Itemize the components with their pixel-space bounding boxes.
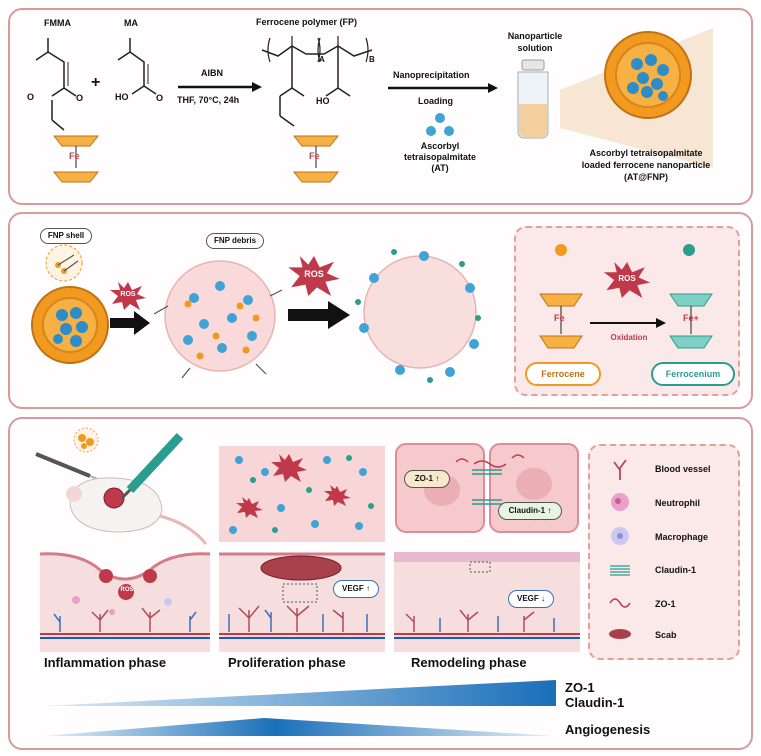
fe-label-box: Fe [554, 313, 565, 323]
legend-zo1: ZO-1 [655, 599, 676, 609]
inflammation-ros-label: ROS [120, 587, 134, 593]
neutrophil-icon [611, 493, 629, 511]
remodeling-cell-junction [395, 443, 579, 533]
phase-remodeling: Remodeling phase [411, 655, 527, 670]
at-label-3: (AT) [431, 163, 449, 173]
zo1-icon [609, 598, 631, 608]
fmma-oxygen-2: O [76, 93, 84, 103]
ros-burst-box-icon [603, 262, 651, 298]
fp-subscript-b: B [369, 55, 375, 64]
scab-icon [609, 629, 631, 639]
zo1-bar-label: ZO-1 [565, 680, 595, 695]
process-arrow-1 [110, 311, 150, 335]
released-cargo-particle-icon [355, 249, 481, 383]
fp-subscript-a: A [319, 55, 325, 64]
ferrocene-dot-icon [555, 244, 567, 256]
ros-small-label: ROS [120, 291, 136, 298]
fp-title: Ferrocene polymer (FP) [256, 17, 358, 27]
ferrocenium-pill: Ferrocenium [651, 362, 735, 386]
zo1-up-pill: ZO-1 ↑ [404, 470, 450, 488]
ros-burst-large-icon [288, 256, 340, 296]
fp-ho-label: HO [316, 96, 330, 106]
fmma-oxygen-1: O [27, 92, 35, 102]
solution-label-2: solution [517, 43, 553, 53]
ferrocenium-dot-icon [683, 244, 695, 256]
fnp-particle-icon [31, 286, 109, 364]
swelling-particle-icon [153, 260, 283, 379]
reaction-arrow-1 [178, 82, 262, 92]
phase-inflammation: Inflammation phase [44, 655, 167, 670]
product-label-1: Ascorbyl tetraisopalmitate [589, 148, 703, 158]
legend-blood-vessel: Blood vessel [655, 464, 711, 474]
solution-label-1: Nanoparticle [507, 31, 563, 41]
fe-plus-label: Fe+ [683, 313, 699, 323]
product-label-2: loaded ferrocene nanoparticle [581, 160, 711, 170]
fnp-shell-zoom-icon [45, 244, 83, 282]
ferrocenium-molecule-icon [669, 293, 713, 349]
at-fnp-particle-icon [604, 31, 692, 119]
zo1-claudin-gradient-bar [44, 680, 556, 706]
ros-box-label: ROS [618, 274, 636, 283]
ma-structure [117, 38, 157, 95]
ros-large-label: ROS [304, 269, 324, 279]
fmma-structure [35, 38, 77, 131]
oxidation-arrow [590, 318, 666, 328]
claudin-bar-label: Claudin-1 [565, 695, 625, 710]
nanoprecipitation-label: Nanoprecipitation [393, 70, 470, 80]
legend-neutrophil: Neutrophil [655, 498, 700, 508]
oxidation-label: Oxidation [610, 333, 648, 342]
at-label-1: Ascorbyl [420, 141, 460, 151]
plus-sign: + [91, 74, 101, 91]
vial-icon [517, 28, 713, 168]
ma-ho-label: HO [115, 92, 129, 102]
aibn-label: AIBN [201, 68, 223, 78]
fmma-label: FMMA [44, 18, 71, 28]
at-molecules-icon [426, 113, 454, 136]
at-label-2: tetraisopalmitate [403, 152, 477, 162]
angiogenesis-bar-label: Angiogenesis [565, 722, 651, 737]
conditions-label: THF, 70°C, 24h [177, 95, 240, 105]
ferrocene-pill: Ferrocene [525, 362, 601, 386]
proliferation-skin-illustration [219, 552, 385, 652]
claudin-icon [610, 565, 630, 576]
process-arrow-2 [288, 301, 350, 329]
legend-claudin: Claudin-1 [655, 565, 697, 575]
claudin-up-pill: Claudin-1 ↑ [498, 502, 562, 520]
ma-oxygen: O [156, 93, 164, 103]
legend-macrophage: Macrophage [655, 532, 709, 542]
mouse-treatment-illustration [35, 427, 208, 545]
legend-box [588, 444, 740, 660]
product-label-3: (AT@FNP) [623, 172, 669, 182]
fe-label-1: Fe [69, 151, 80, 161]
fnp-debris-label: FNP debris [206, 233, 264, 249]
ma-label: MA [124, 18, 138, 28]
fp-linker [279, 96, 295, 127]
fp-polymer-structure [261, 36, 373, 97]
reaction-arrow-2 [388, 83, 498, 93]
vegf-down-pill: VEGF ↓ [508, 590, 554, 608]
ros-burst-icon [110, 282, 146, 310]
inflammation-skin-illustration [39, 552, 211, 652]
macrophage-icon [611, 527, 629, 545]
fnp-shell-label: FNP shell [40, 228, 92, 244]
proliferation-wound-zoom [219, 446, 385, 542]
loading-label: Loading [418, 96, 453, 106]
blood-vessel-icon [613, 459, 627, 480]
angiogenesis-gradient-bar [44, 718, 556, 736]
ferrocene-icon [52, 135, 100, 183]
fe-label-2: Fe [309, 151, 320, 161]
vegf-up-pill: VEGF ↑ [333, 580, 379, 598]
phase-proliferation: Proliferation phase [228, 655, 346, 670]
legend-scab: Scab [655, 630, 677, 640]
ferrocene-molecule-icon [539, 293, 583, 349]
ferrocene-icon [292, 135, 340, 183]
